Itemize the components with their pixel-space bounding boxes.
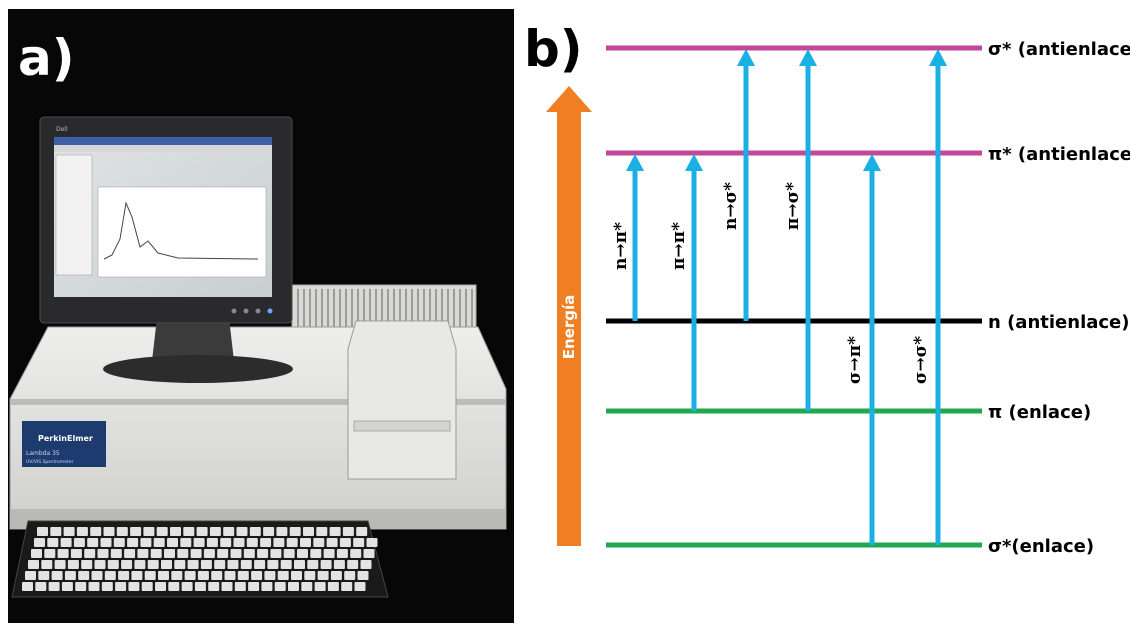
brand-name: PerkinElmer <box>38 434 93 443</box>
transition-label: π→σ* <box>783 182 803 230</box>
transition-arrow: π→σ* <box>783 49 817 411</box>
transition-label: π→π* <box>669 222 689 270</box>
energy-level-label: n (antienlace) <box>988 312 1130 333</box>
transition-label: σ→σ* <box>911 336 931 384</box>
sample-compartment <box>347 320 457 480</box>
transition-label: n→σ* <box>721 182 741 230</box>
energy-level-label: π (enlace) <box>988 402 1091 423</box>
transition-label: n→π* <box>611 222 631 270</box>
transition-arrow: σ→π* <box>845 154 881 545</box>
energy-level-diagram: b) Energía σ* (antienlace) π* (antienlace… <box>514 0 1130 623</box>
energy-arrow: Energía <box>546 86 592 546</box>
transition-arrow: σ→σ* <box>911 49 947 545</box>
energy-level-label: σ*(enlace) <box>988 536 1094 557</box>
brand-plate: PerkinElmer Lambda 35 UV/VIS Spectromete… <box>22 421 106 467</box>
transition-arrow: n→σ* <box>721 49 755 321</box>
transition-label: σ→π* <box>845 336 865 384</box>
model-name: Lambda 35 <box>26 450 60 457</box>
monitor: Dell <box>39 116 293 324</box>
model-subtitle: UV/VIS Spectrometer <box>26 459 73 465</box>
transition-arrow: π→π* <box>669 154 703 411</box>
keyboard <box>11 520 389 598</box>
energy-level-label: σ* (antienlace) <box>988 39 1130 60</box>
spectrophotometer-photo: a) PerkinElmer Lambda 35 UV/VIS Spectrom… <box>8 9 514 623</box>
energy-label: Energía <box>560 295 578 360</box>
panel-a-label: a) <box>18 29 75 87</box>
energy-level-label: π* (antienlace) <box>988 144 1130 165</box>
spectrophotometer-illustration: a) PerkinElmer Lambda 35 UV/VIS Spectrom… <box>9 29 507 598</box>
panel-b-label: b) <box>524 20 583 78</box>
sample-tray <box>291 284 477 332</box>
monitor-brand: Dell <box>56 126 68 133</box>
transition-arrow: n→π* <box>611 154 644 321</box>
